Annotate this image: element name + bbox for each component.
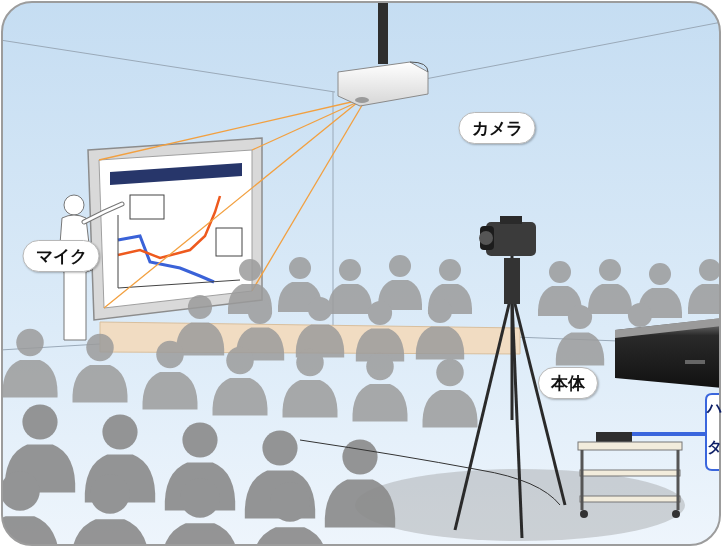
audience xyxy=(422,359,477,428)
audience-front xyxy=(2,471,60,545)
whiteboard xyxy=(118,236,214,282)
part-name: カメラ xyxy=(472,118,523,138)
cable xyxy=(300,440,560,505)
tripod-camera xyxy=(455,300,510,530)
audience xyxy=(296,297,345,358)
device-box xyxy=(615,318,720,388)
room-edges xyxy=(420,22,720,80)
audience xyxy=(378,255,422,310)
whiteboard xyxy=(216,228,242,256)
audience xyxy=(356,301,405,362)
audience xyxy=(328,259,372,314)
whiteboard xyxy=(130,195,164,219)
audience xyxy=(142,341,197,410)
audience xyxy=(352,353,407,422)
presenter xyxy=(64,195,84,215)
part-name: マイク xyxy=(36,246,87,266)
audience xyxy=(2,255,720,428)
label-bubble: 本体 xyxy=(538,367,598,399)
projector xyxy=(355,97,369,103)
audience-front xyxy=(160,478,239,545)
audience xyxy=(72,334,127,403)
tripod-camera xyxy=(479,231,493,245)
room-edges xyxy=(2,40,335,92)
presenter xyxy=(58,215,92,340)
presenter xyxy=(84,204,122,222)
audience-front xyxy=(250,482,329,545)
projector xyxy=(338,62,428,106)
cable xyxy=(300,394,720,505)
audience xyxy=(2,329,57,398)
projection-lines xyxy=(99,100,360,160)
cart xyxy=(596,432,632,442)
projection-lines xyxy=(104,102,358,308)
audience-front xyxy=(2,404,395,545)
cart xyxy=(580,496,680,502)
presenter xyxy=(84,204,122,222)
cart xyxy=(581,450,584,510)
projector xyxy=(378,2,388,64)
audience xyxy=(556,305,605,366)
whiteboard xyxy=(110,163,242,185)
cart xyxy=(672,510,680,518)
device-box xyxy=(615,318,720,388)
whiteboard xyxy=(118,215,240,288)
audience-front xyxy=(70,474,149,545)
whiteboard xyxy=(99,150,252,308)
projection-lines xyxy=(99,100,364,308)
device-box xyxy=(685,360,705,364)
audience xyxy=(688,259,720,314)
room-edges xyxy=(2,22,720,350)
cart xyxy=(580,510,588,518)
cable xyxy=(632,432,706,436)
label-bubble: マイク xyxy=(23,240,100,272)
label-bubble: カメラ xyxy=(459,112,536,144)
projector xyxy=(410,62,428,72)
cut-off-text: ハ xyxy=(707,399,722,417)
tripod-camera xyxy=(480,226,494,250)
cart xyxy=(677,450,680,510)
tripod-camera xyxy=(500,216,522,224)
audience xyxy=(212,347,267,416)
audience xyxy=(588,259,632,314)
tripod-camera xyxy=(514,300,565,505)
part-name: 本体 xyxy=(551,373,585,393)
cart xyxy=(578,442,682,450)
audience xyxy=(176,295,225,356)
projection-lines xyxy=(252,100,362,150)
tripod-camera xyxy=(504,258,520,304)
cut-off-text: タ xyxy=(707,438,722,456)
cart xyxy=(578,432,682,518)
audience-front xyxy=(325,439,396,527)
audience xyxy=(416,299,465,360)
device-box xyxy=(615,318,720,338)
audience xyxy=(282,349,337,418)
projector xyxy=(338,2,428,106)
cart xyxy=(580,470,680,476)
cable xyxy=(706,394,720,470)
